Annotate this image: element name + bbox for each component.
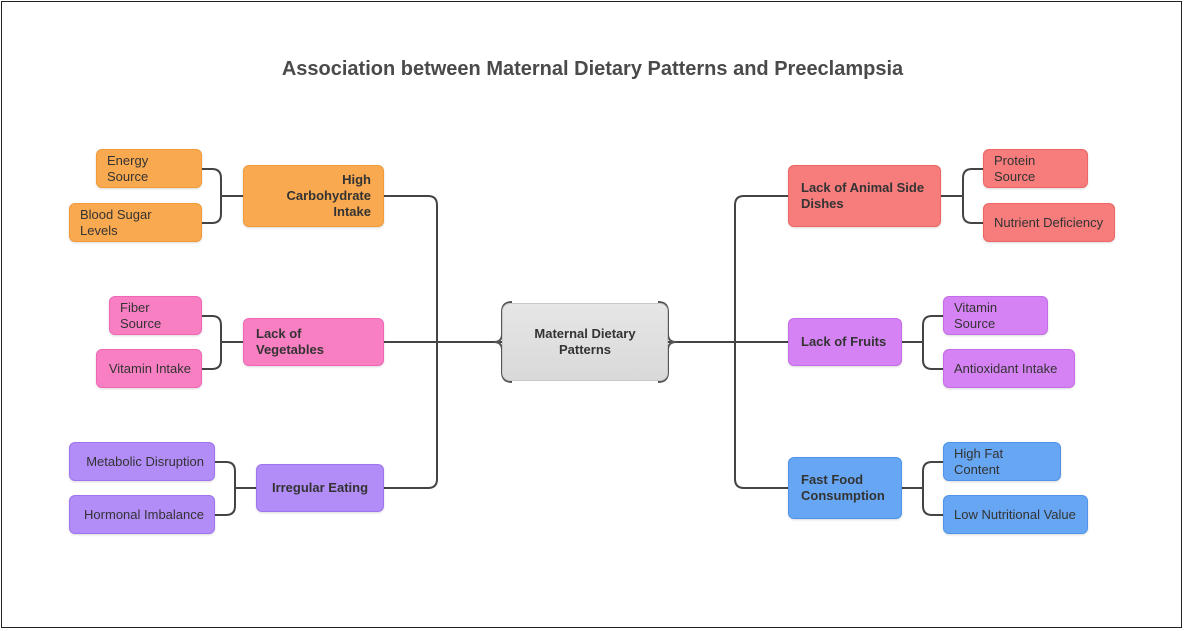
- diagram-title: Association between Maternal Dietary Pat…: [281, 58, 904, 80]
- connector-right-bracket-3: [902, 461, 943, 516]
- leaf-fiber-source: Fiber Source: [109, 296, 202, 335]
- leaf-hormonal-imbalance: Hormonal Imbalance: [69, 495, 215, 534]
- leaf-low-nutritional-value: Low Nutritional Value: [943, 495, 1088, 534]
- branch-fast-food-consumption: Fast Food Consumption: [788, 457, 902, 519]
- leaf-protein-source: Protein Source: [983, 149, 1088, 188]
- leaf-high-fat-content: High Fat Content: [943, 442, 1061, 481]
- leaf-energy-source: Energy Source: [96, 149, 202, 188]
- connector-right-trunk: [734, 195, 788, 489]
- leaf-metabolic-disruption: Metabolic Disruption: [69, 442, 215, 481]
- branch-lack-of-fruits: Lack of Fruits: [788, 318, 902, 366]
- connector-left-trunk: [384, 195, 438, 489]
- branch-lack-of-vegetables: Lack of Vegetables: [243, 318, 384, 366]
- center-node-maternal-dietary-patterns: Maternal Dietary Patterns: [502, 303, 668, 381]
- leaf-vitamin-intake: Vitamin Intake: [96, 349, 202, 388]
- connector-left-bracket-2: [202, 315, 243, 370]
- connector-left-bracket-1: [202, 168, 243, 224]
- connector-right-bracket-1: [941, 168, 983, 224]
- connector-right-bracket-2: [902, 315, 943, 370]
- leaf-vitamin-source: Vitamin Source: [943, 296, 1048, 335]
- leaf-antioxidant-intake: Antioxidant Intake: [943, 349, 1075, 388]
- branch-irregular-eating: Irregular Eating: [256, 464, 384, 512]
- branch-lack-of-animal-side-dishes: Lack of Animal Side Dishes: [788, 165, 941, 227]
- leaf-blood-sugar-levels: Blood Sugar Levels: [69, 203, 202, 242]
- branch-high-carbohydrate-intake: High Carbohydrate Intake: [243, 165, 384, 227]
- connector-left-bracket-3: [215, 461, 256, 516]
- leaf-nutrient-deficiency: Nutrient Deficiency: [983, 203, 1115, 242]
